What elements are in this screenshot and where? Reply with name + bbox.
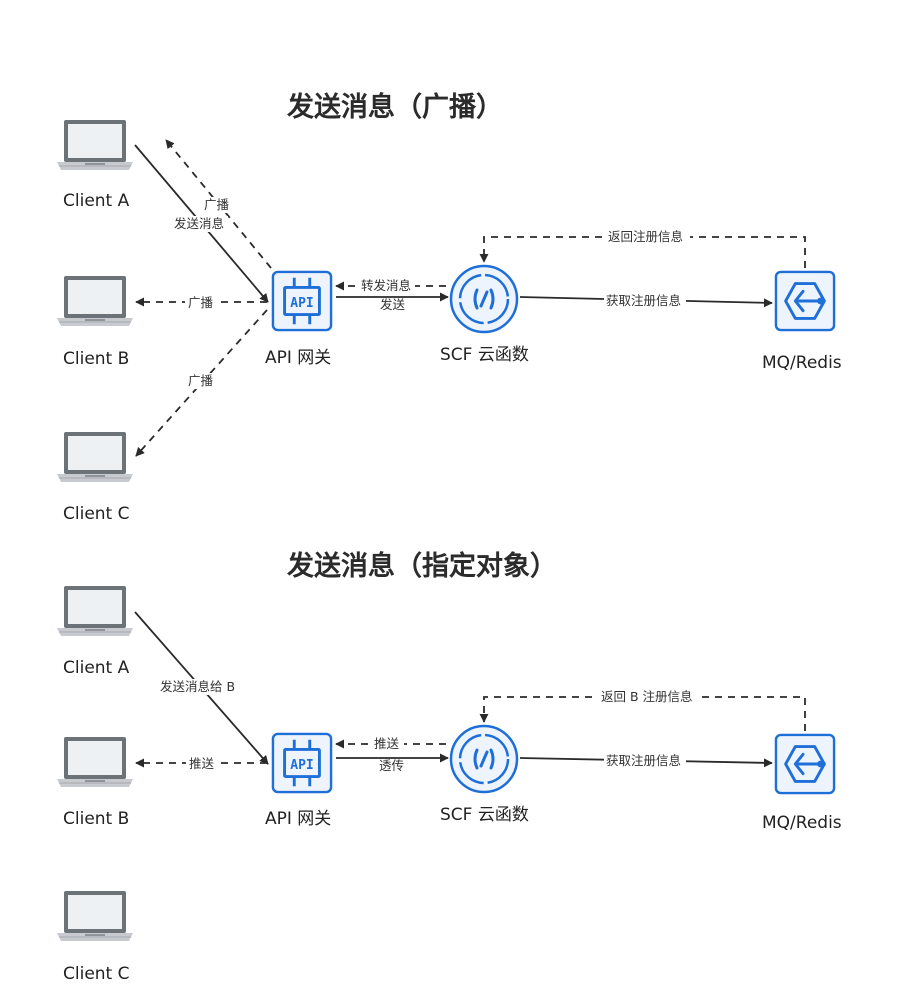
edge-label-return-b-reg: 返回 B 注册信息: [601, 689, 693, 704]
scf-node: SCF 云函数: [440, 724, 529, 825]
section-title: 发送消息（指定对象）: [286, 550, 557, 582]
api-icon-text: API: [290, 296, 313, 311]
edge-label-send: 发送消息: [174, 216, 224, 231]
edge-gateway-to-client-c: [135, 309, 268, 457]
label-bg: [598, 689, 698, 705]
scf-label: SCF 云函数: [440, 345, 529, 365]
mq-icon: [774, 733, 836, 795]
label-bg: [372, 736, 404, 752]
laptop-icon: [56, 736, 134, 788]
client-a-node: Client A: [56, 585, 134, 678]
label-bg: [359, 278, 415, 294]
mq-label: MQ/Redis: [762, 353, 842, 373]
section-targeted: 发送消息（指定对象） Client A Client B Client C AP…: [56, 550, 842, 984]
edge-mq-to-scf: [479, 696, 806, 731]
label-bg: [172, 216, 228, 232]
edge-label-broadcast-a: 广播: [204, 197, 230, 212]
client-a-node: Client A: [56, 119, 134, 211]
label-bg: [202, 197, 232, 213]
label-bg: [185, 295, 217, 311]
api-gateway-node: API API 网关: [265, 732, 333, 829]
edge-label-send-to-b: 发送消息给 B: [160, 679, 235, 694]
label-bg: [604, 753, 686, 769]
gateway-label: API 网关: [265, 348, 331, 368]
edge-label-forward: 转发消息: [361, 278, 411, 293]
client-label: Client C: [63, 964, 130, 984]
label-bg: [186, 756, 218, 772]
edge-label-push-b: 推送: [189, 756, 215, 771]
edge-label-return-reg: 返回注册信息: [608, 229, 683, 244]
scf-label: SCF 云函数: [440, 805, 529, 825]
edge-mq-to-scf: [479, 236, 806, 268]
api-icon-text: API: [290, 758, 313, 773]
label-bg: [186, 373, 216, 389]
mq-label: MQ/Redis: [762, 813, 842, 833]
api-gateway-node: API API 网关: [265, 270, 333, 368]
section-title: 发送消息（广播）: [286, 91, 503, 123]
mq-node: MQ/Redis: [762, 733, 842, 833]
scf-node: SCF 云函数: [440, 264, 529, 365]
label-bg: [158, 679, 242, 695]
scf-icon: [449, 724, 519, 794]
laptop-icon: [56, 890, 134, 942]
laptop-icon: [56, 119, 134, 171]
laptop-icon: [56, 431, 134, 483]
edge-label-broadcast-b: 广播: [188, 295, 214, 310]
client-label: Client A: [63, 191, 130, 211]
label-bg: [604, 293, 686, 309]
client-b-node: Client B: [56, 736, 134, 829]
laptop-icon: [56, 275, 134, 327]
client-b-node: Client B: [56, 275, 134, 369]
mq-node: MQ/Redis: [762, 270, 842, 373]
edge-label-get-reg: 获取注册信息: [606, 753, 681, 768]
client-c-node: Client C: [56, 431, 134, 524]
edge-label-get-reg: 获取注册信息: [606, 293, 681, 308]
client-c-node: Client C: [56, 890, 134, 984]
laptop-icon: [56, 585, 134, 637]
client-label: Client C: [63, 504, 130, 524]
gateway-label: API 网关: [265, 809, 331, 829]
edge-label-send2: 发送: [380, 297, 406, 312]
section-broadcast: 发送消息（广播） Client A Client B Client C API …: [56, 91, 842, 524]
client-label: Client A: [63, 658, 130, 678]
edge-label-broadcast-c: 广播: [188, 373, 214, 388]
scf-icon: [449, 264, 519, 334]
client-label: Client B: [63, 349, 129, 369]
edge-label-push: 推送: [374, 736, 400, 751]
mq-icon: [774, 270, 836, 332]
label-bg: [606, 229, 690, 245]
client-label: Client B: [63, 809, 129, 829]
edge-label-passthrough: 透传: [379, 758, 404, 773]
